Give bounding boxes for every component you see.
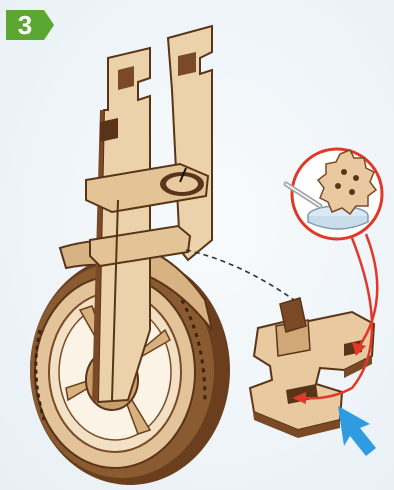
insert-direction-arrow-icon: [338, 406, 376, 456]
glue-applicator-detail-icon: [286, 149, 382, 239]
